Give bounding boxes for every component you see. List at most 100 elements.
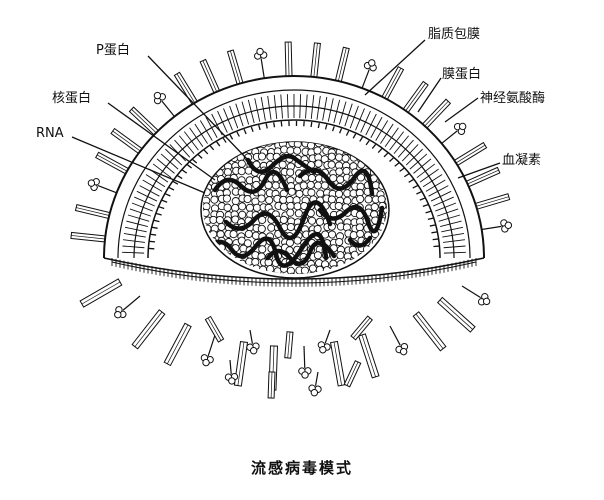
nucleoprotein-bead bbox=[231, 197, 240, 206]
nucleoprotein-bead bbox=[327, 152, 336, 161]
membrane-hatch-line bbox=[229, 105, 239, 129]
hemagglutinin-spike bbox=[474, 193, 511, 210]
nucleoprotein-bead bbox=[384, 258, 387, 268]
nucleoprotein-bead bbox=[243, 194, 252, 204]
label-rna: RNA bbox=[36, 126, 64, 141]
nucleoprotein-bead bbox=[257, 152, 267, 161]
membrane-dash bbox=[181, 169, 188, 174]
membrane-dash bbox=[416, 190, 422, 195]
membrane-hatch-line bbox=[380, 123, 394, 144]
membrane-dash bbox=[345, 130, 350, 136]
nucleoprotein-bead bbox=[287, 187, 296, 196]
membrane-hatch-line bbox=[433, 196, 454, 207]
nucleoprotein-bead bbox=[341, 154, 350, 163]
hemagglutinin-spike bbox=[358, 333, 380, 379]
label-neuraminidase: 神经氨酸酶 bbox=[480, 90, 545, 106]
neuraminidase-spike bbox=[153, 91, 175, 117]
membrane-hatch-line bbox=[419, 168, 439, 183]
membrane-hatch-line bbox=[152, 163, 172, 179]
membrane-hatch-line bbox=[393, 135, 409, 154]
membrane-dash bbox=[192, 158, 198, 164]
nucleoprotein-bead bbox=[279, 215, 288, 224]
membrane-hatch-line bbox=[189, 127, 204, 148]
nucleoprotein-bead bbox=[316, 189, 325, 198]
hemagglutinin-spike bbox=[74, 204, 111, 220]
label-lipid-envelope: 脂质包膜 bbox=[428, 27, 480, 42]
rna-strand bbox=[347, 235, 373, 248]
nucleoprotein-bead bbox=[335, 153, 344, 162]
rna-strand bbox=[297, 167, 375, 197]
membrane-dash bbox=[310, 121, 313, 128]
membrane-hatch-line bbox=[443, 239, 465, 243]
membrane-dash bbox=[394, 162, 400, 167]
nucleoprotein-bead bbox=[378, 266, 387, 274]
nucleoprotein-bead bbox=[371, 259, 380, 268]
hemagglutinin-spike bbox=[329, 340, 346, 387]
membrane-hatch-line bbox=[389, 131, 404, 151]
label-nucleoprotein: 核蛋白 bbox=[52, 90, 91, 106]
membrane-dash bbox=[408, 178, 414, 183]
nucleoprotein-bead bbox=[313, 181, 322, 190]
membrane-hatch-line bbox=[205, 116, 218, 138]
nucleoprotein-bead bbox=[364, 195, 373, 204]
nucleoprotein-bead bbox=[386, 203, 387, 212]
hemagglutinin-spike bbox=[402, 80, 429, 114]
membrane-hatch-line bbox=[260, 96, 266, 121]
nucleoprotein-bead bbox=[251, 257, 260, 267]
nucleoprotein-bead bbox=[358, 258, 367, 267]
membrane-hatch-line bbox=[254, 98, 261, 122]
membrane-dash bbox=[164, 193, 171, 197]
membrane-dash bbox=[324, 124, 328, 130]
nucleoprotein-bead bbox=[364, 264, 373, 274]
membrane-hatch-line bbox=[428, 185, 449, 197]
membrane-hatch-line bbox=[413, 158, 432, 174]
membrane-hatch-line bbox=[360, 110, 371, 133]
nucleoprotein-bead bbox=[300, 266, 309, 274]
nucleoprotein-bead bbox=[209, 257, 219, 266]
nucleoprotein-bead bbox=[308, 271, 317, 274]
nucleoprotein-bead bbox=[288, 272, 297, 274]
neuraminidase-spike bbox=[87, 178, 117, 194]
nucleoprotein-bead bbox=[267, 223, 276, 232]
nucleoprotein-bead bbox=[215, 215, 224, 225]
hemagglutinin-spike bbox=[453, 141, 488, 167]
membrane-hatch-line bbox=[355, 108, 365, 131]
hemagglutinin-spike bbox=[334, 46, 350, 83]
nucleoprotein-bead bbox=[342, 166, 351, 176]
membrane-hatch-line bbox=[430, 190, 452, 202]
membrane-dash bbox=[186, 164, 193, 169]
label-p-protein: P蛋白 bbox=[96, 42, 130, 58]
membrane-hatch-line bbox=[241, 101, 250, 125]
nucleoprotein-bead bbox=[293, 202, 302, 211]
membrane-hatch-line bbox=[333, 99, 341, 124]
membrane-hatch-line bbox=[127, 214, 150, 222]
nucleoprotein-bead bbox=[286, 168, 295, 177]
nucleoprotein-bead bbox=[335, 167, 344, 176]
nucleoprotein-bead bbox=[378, 259, 387, 268]
nucleoprotein-bead bbox=[223, 203, 232, 212]
membrane-hatch-line bbox=[299, 94, 302, 119]
membrane-dash bbox=[399, 167, 405, 172]
membrane-hatch-line bbox=[165, 148, 183, 166]
neuraminidase-spike bbox=[481, 219, 513, 233]
nucleoprotein-bead bbox=[224, 266, 233, 274]
nucleoprotein-bead bbox=[365, 258, 374, 267]
membrane-hatch-line bbox=[145, 174, 166, 188]
nucleoprotein-bead bbox=[258, 245, 267, 254]
neuraminidase-spike bbox=[254, 47, 268, 79]
membrane-hatch-line bbox=[338, 101, 347, 125]
nucleoprotein-bead bbox=[377, 195, 386, 204]
membrane-hatch-line bbox=[136, 190, 158, 202]
membrane-dash bbox=[250, 126, 254, 132]
membrane-dash bbox=[389, 157, 395, 162]
nucleoprotein-bead bbox=[334, 201, 343, 211]
membrane-dash bbox=[172, 180, 179, 185]
membrane-hatch-line bbox=[443, 245, 466, 249]
nucleoprotein-bead bbox=[307, 188, 316, 197]
membrane-hatch-line bbox=[327, 98, 334, 122]
membrane-hatch-line bbox=[123, 233, 146, 238]
nucleoprotein-bead bbox=[257, 194, 266, 203]
nucleoprotein-bead bbox=[327, 195, 336, 204]
hemagglutinin-spike bbox=[173, 71, 198, 106]
rna-strand bbox=[223, 200, 333, 241]
